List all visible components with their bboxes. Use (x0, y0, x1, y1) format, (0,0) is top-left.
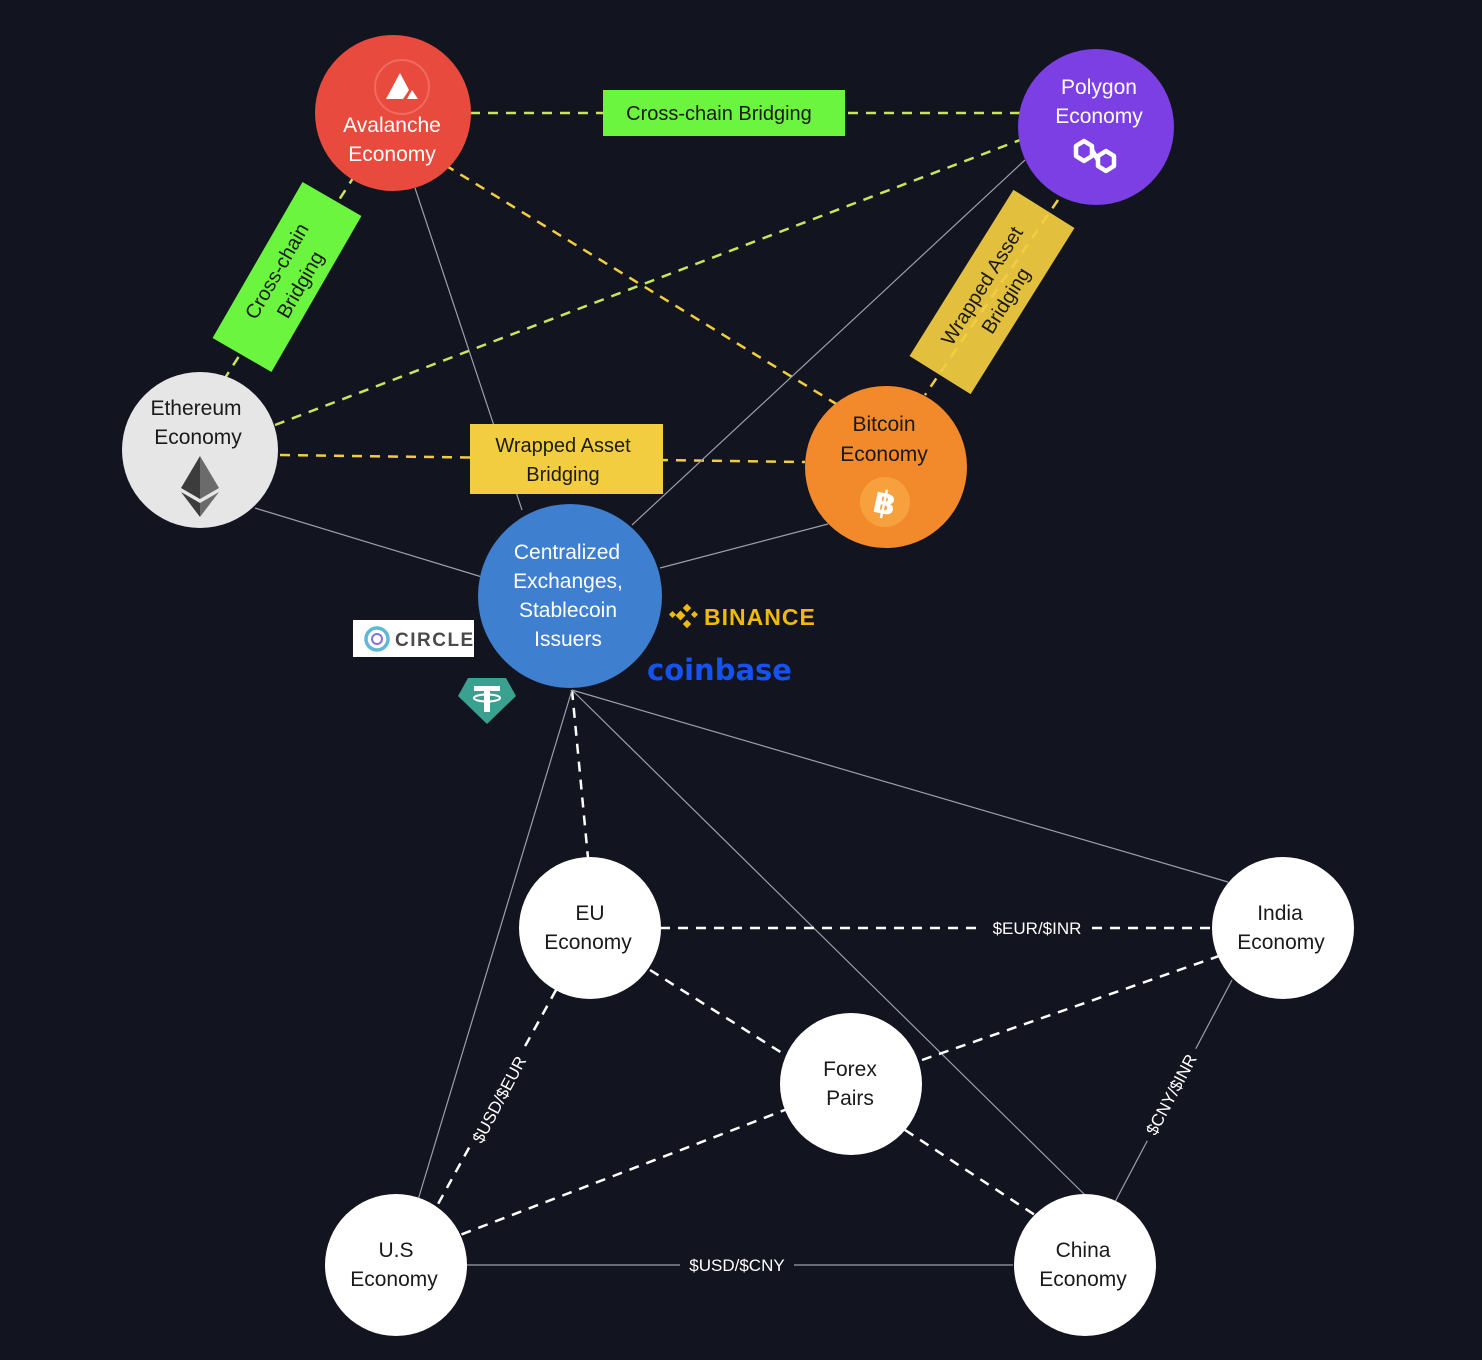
node-exchanges: Centralized Exchanges, Stablecoin Issuer… (478, 504, 662, 688)
node-us: U.S Economy (325, 1194, 467, 1336)
binance-icon (668, 603, 699, 629)
node-india: India Economy (1212, 857, 1354, 999)
node-label-line1: EU (575, 902, 604, 925)
tether-icon (458, 678, 516, 724)
edge-label-usd-eur: $USD/$EUR (469, 1053, 531, 1146)
edge-exchanges-india (571, 689, 1229, 883)
edge-bitcoin-exchanges (659, 523, 829, 569)
node-label-line2: Economy (1039, 1268, 1127, 1291)
edge-ethereum-polygon (274, 138, 1021, 427)
edge-polygon-exchanges (631, 159, 1026, 526)
node-forex: Forex Pairs (780, 1013, 922, 1155)
node-label-line1: Polygon (1061, 76, 1137, 99)
edge-forex-china (904, 1128, 1036, 1217)
edge-label-eur-inr: $EUR/$INR (993, 919, 1082, 938)
node-label-line1: China (1056, 1239, 1111, 1262)
node-label-line2: Economy (350, 1268, 438, 1291)
node-label-line1: Ethereum (150, 397, 241, 420)
node-label-line2: Economy (154, 426, 242, 449)
edge-forex-india (921, 953, 1223, 1062)
edge-label-cny-inr: $CNY/$INR (1142, 1051, 1200, 1138)
fiat-edges (417, 689, 1233, 1266)
node-label-line4: Issuers (534, 628, 602, 651)
polygon-icon (1073, 138, 1117, 174)
node-label-line3: Stablecoin (519, 599, 617, 622)
tag-right-wrapped-asset: Wrapped Asset Bridging (909, 189, 1075, 395)
edge-forex-us (459, 1106, 791, 1237)
edge-exchanges-eu (570, 689, 590, 859)
node-label-line1: Bitcoin (852, 413, 915, 436)
node-bitcoin: Bitcoin Economy ฿ (805, 386, 967, 548)
node-label-line2: Economy (1055, 105, 1143, 128)
node-label-line2: Exchanges, (513, 570, 623, 593)
edge-label-usd-cny: $USD/$CNY (689, 1256, 784, 1275)
tag-left-cross-chain: Cross-chain Bridging (212, 182, 362, 372)
node-label-line2: Economy (544, 931, 632, 954)
node-label-line2: Economy (840, 443, 928, 466)
edge-labels: $EUR/$INR $USD/$CNY $USD/$EUR $CNY/$INR (464, 916, 1207, 1277)
node-label-line2: Pairs (826, 1087, 874, 1110)
node-label-line1: Centralized (514, 541, 620, 564)
coinbase-wordmark: coinbase (647, 653, 792, 687)
tag-label-line2: Bridging (526, 464, 599, 486)
bitcoin-icon (860, 477, 910, 527)
node-polygon: Polygon Economy (1018, 49, 1174, 205)
tag-label-line1: Wrapped Asset (495, 435, 631, 457)
node-label-line2: Economy (348, 143, 436, 166)
tag-label: Cross-chain Bridging (626, 103, 812, 125)
circle-icon (364, 626, 390, 652)
node-ethereum: Ethereum Economy (122, 372, 278, 528)
binance-wordmark: BINANCE (704, 604, 816, 630)
tag-middle-wrapped-asset: Wrapped Asset Bridging (470, 424, 663, 494)
node-label-line1: Forex (823, 1058, 877, 1081)
circle-logo: CIRCLE (353, 620, 475, 657)
circle-wordmark: CIRCLE (395, 630, 475, 651)
edge-exchanges-us (417, 689, 573, 1201)
edge-ethereum-bitcoin (279, 453, 806, 464)
node-avalanche: Avalanche Economy (315, 35, 471, 191)
coinbase-logo: coinbase (647, 653, 792, 687)
edge-exchanges-china (571, 689, 1086, 1196)
edge-eu-forex (649, 968, 791, 1060)
edge-avalanche-bitcoin (444, 163, 839, 407)
edge-ethereum-exchanges (254, 507, 483, 578)
node-eu: EU Economy (519, 857, 661, 999)
node-china: China Economy (1014, 1194, 1156, 1336)
tag-top-cross-chain: Cross-chain Bridging (603, 90, 845, 136)
node-label-line2: Economy (1237, 931, 1325, 954)
binance-logo: BINANCE (668, 603, 816, 630)
node-label-line1: U.S (378, 1239, 413, 1262)
node-label-line1: Avalanche (343, 114, 441, 137)
node-label-line1: India (1257, 902, 1303, 925)
ethereum-icon (181, 456, 219, 517)
